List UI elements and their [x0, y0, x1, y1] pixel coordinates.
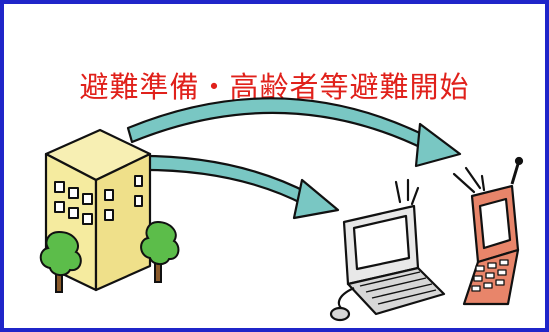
- mobile-phone-icon: [452, 156, 524, 306]
- laptop-computer-icon: [329, 178, 446, 322]
- illustration: [39, 97, 524, 322]
- tree-icon: [39, 230, 82, 293]
- arrow-to-laptop: [128, 154, 340, 220]
- arrow-to-phone: [126, 97, 462, 168]
- tree-icon: [140, 220, 180, 283]
